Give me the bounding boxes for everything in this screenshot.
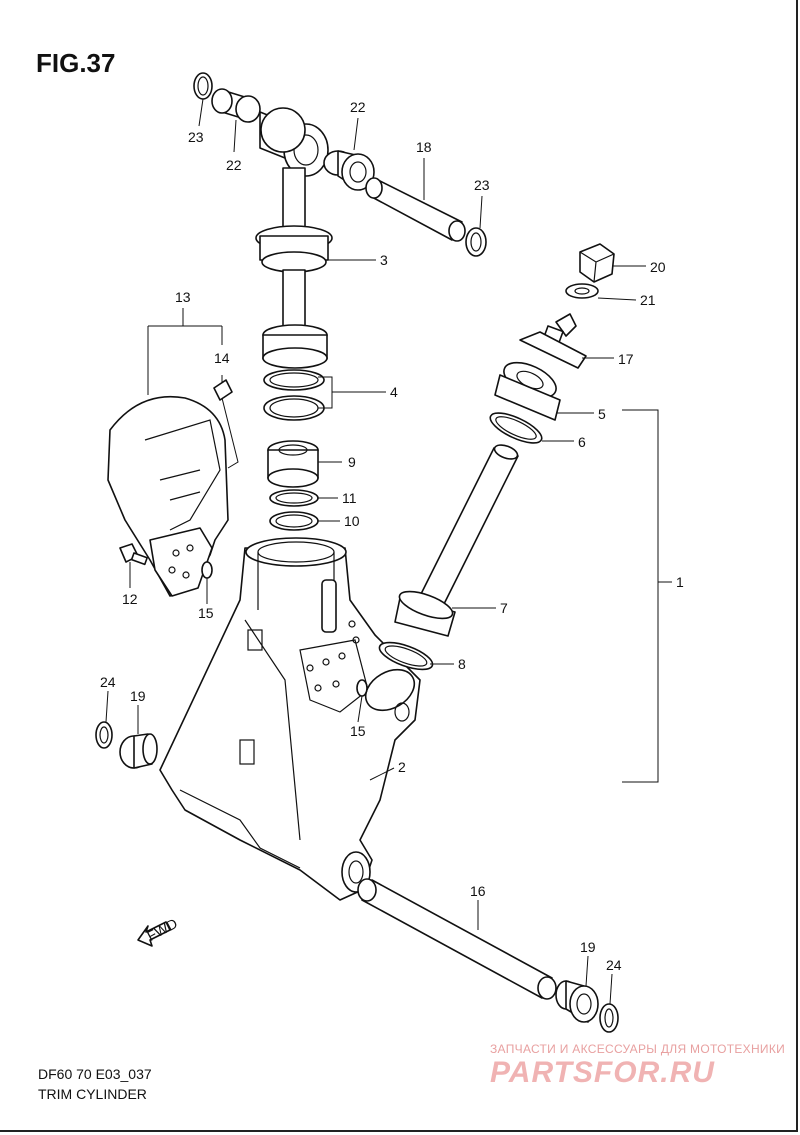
fwd-label: FWD (144, 915, 180, 944)
callout-9: 9 (348, 454, 356, 470)
part-19-bush-left[interactable] (119, 733, 158, 769)
callout-labels: 23 22 22 18 23 3 20 21 13 14 17 4 5 6 9 … (100, 99, 684, 973)
part-19-bush-right[interactable] (555, 980, 599, 1023)
callout-17: 17 (618, 351, 634, 367)
callout-10: 10 (344, 513, 360, 529)
part-9-valve[interactable] (267, 440, 319, 488)
callout-20: 20 (650, 259, 666, 275)
callout-5: 5 (598, 406, 606, 422)
part-13-cover[interactable] (107, 395, 229, 597)
part-17-valve[interactable] (519, 313, 587, 369)
part-7-tilt-rod[interactable] (394, 442, 519, 637)
fwd-arrow-icon: FWD (137, 915, 180, 947)
part-5-cap[interactable] (494, 355, 561, 421)
part-16-pin[interactable] (357, 878, 557, 1000)
callout-21: 21 (640, 292, 656, 308)
callout-22-left: 22 (226, 157, 242, 173)
part-22-bush-right[interactable] (323, 150, 375, 191)
callout-16: 16 (470, 883, 486, 899)
callout-1: 1 (676, 574, 684, 590)
callout-6: 6 (578, 434, 586, 450)
callout-24-right: 24 (606, 957, 622, 973)
callout-19-right: 19 (580, 939, 596, 955)
part-24-circlip-left[interactable] (95, 721, 113, 749)
model-code: DF60 70 E03_037 (38, 1066, 152, 1082)
callout-2: 2 (398, 759, 406, 775)
part-23-circlip-top[interactable] (193, 72, 213, 100)
part-21-washer[interactable] (565, 283, 599, 299)
callout-18: 18 (416, 139, 432, 155)
callout-4: 4 (390, 384, 398, 400)
callout-23-top: 23 (188, 129, 204, 145)
callout-15-left: 15 (198, 605, 214, 621)
callout-22-right: 22 (350, 99, 366, 115)
part-24-circlip-right[interactable] (599, 1003, 619, 1033)
callout-14: 14 (214, 350, 230, 366)
part-12-bolt[interactable] (119, 543, 148, 566)
callout-15-right: 15 (350, 723, 366, 739)
callout-3: 3 (380, 252, 388, 268)
bracket-part-1 (622, 409, 672, 783)
figure-name: TRIM CYLINDER (38, 1086, 147, 1102)
part-14-fitting[interactable] (213, 379, 239, 469)
part-18-pin[interactable] (365, 177, 466, 242)
part-10-o-ring[interactable] (269, 511, 319, 531)
part-20-nut[interactable] (579, 243, 615, 283)
callout-12: 12 (122, 591, 138, 607)
callout-13: 13 (175, 289, 191, 305)
part-piston-and-rings[interactable] (262, 324, 328, 421)
part-2-cylinder-body[interactable] (159, 537, 422, 901)
watermark-tagline: ЗАПЧАСТИ И АКСЕССУАРЫ ДЛЯ МОТОТЕХНИКИ (490, 1042, 786, 1056)
callout-19-left: 19 (130, 688, 146, 704)
part-15-washer-right[interactable] (356, 679, 368, 697)
part-15-washer-left[interactable] (201, 561, 213, 579)
part-11-ring[interactable] (269, 489, 319, 507)
leader-lines (105, 98, 646, 1005)
part-8-o-ring[interactable] (376, 637, 435, 675)
figure-title: FIG.37 (36, 48, 116, 78)
part-3-trim-rod[interactable] (255, 107, 333, 341)
part-6-o-ring[interactable] (486, 407, 545, 449)
bracket-part-13 (147, 308, 223, 395)
callout-24-left: 24 (100, 674, 116, 690)
callout-23-right: 23 (474, 177, 490, 193)
bracket-part-4 (318, 376, 386, 409)
watermark-brand: PARTSFOR.RU (490, 1056, 715, 1089)
part-23-circlip-right[interactable] (465, 227, 487, 257)
callout-7: 7 (500, 600, 508, 616)
callout-8: 8 (458, 656, 466, 672)
callout-11: 11 (342, 490, 357, 506)
part-22-bush-left[interactable] (211, 88, 261, 123)
